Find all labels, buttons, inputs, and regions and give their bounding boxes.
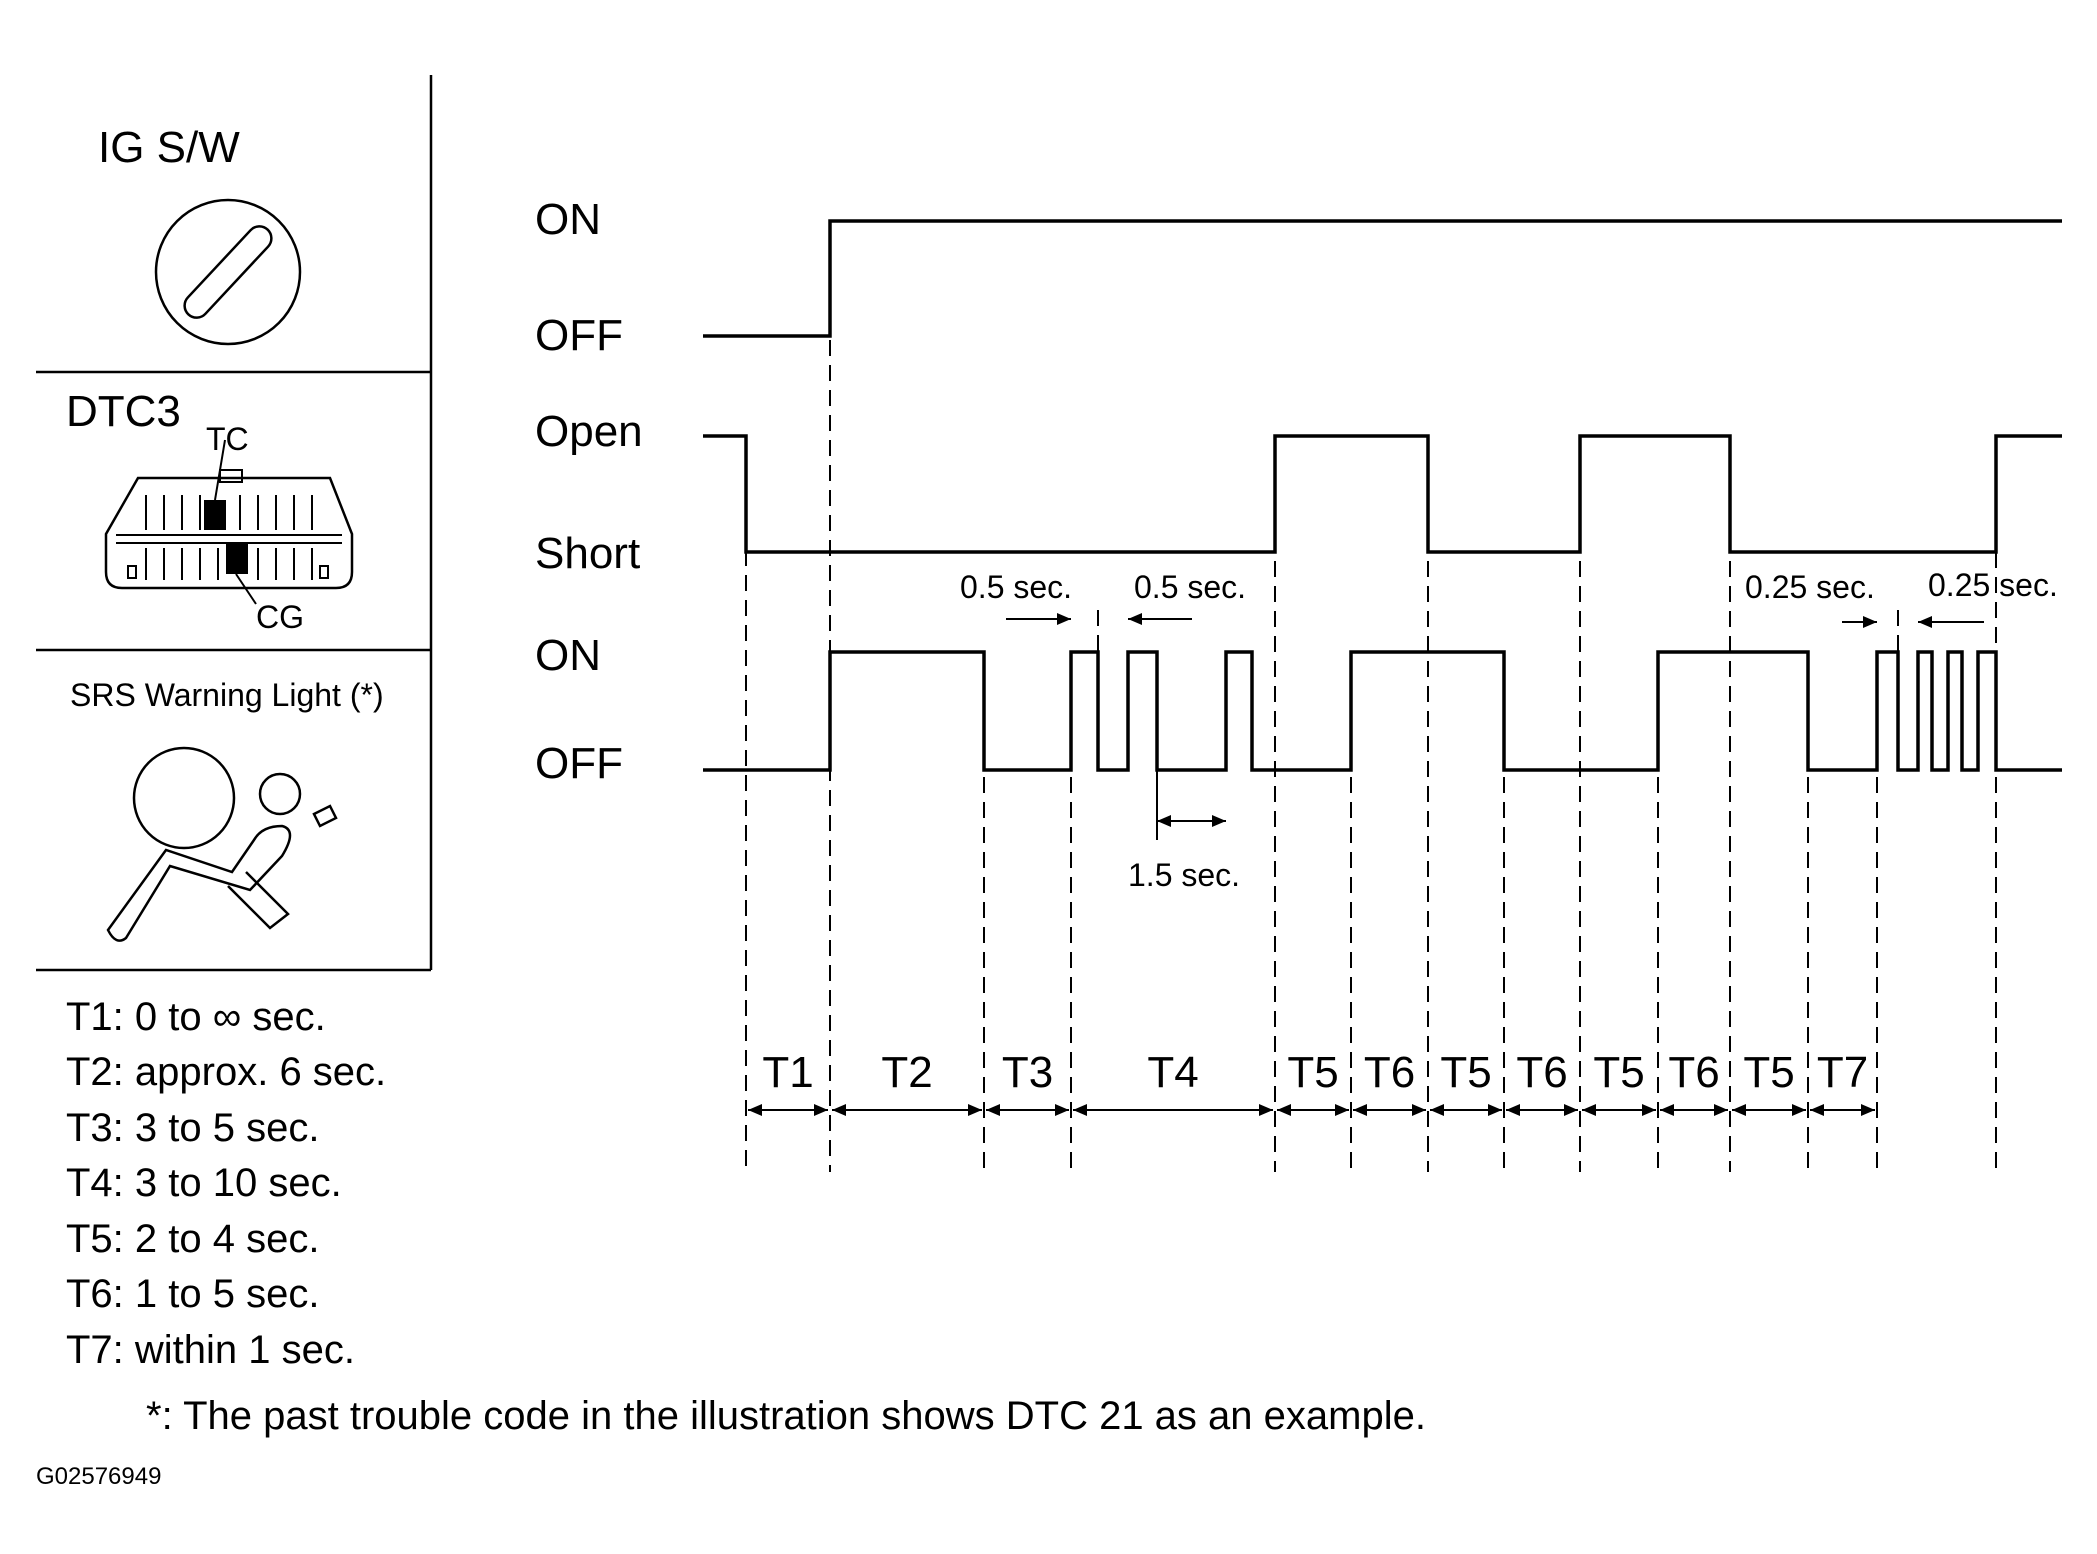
tc-terminal [204, 500, 226, 530]
interval-arrow-t6 [1506, 1104, 1578, 1116]
interval-label-t5: T5 [1743, 1048, 1794, 1097]
interval-arrow-t1 [748, 1104, 828, 1116]
legend-item-t3: T3: 3 to 5 sec. [66, 1106, 319, 1150]
dtc3-waveform [703, 434, 2062, 554]
ig-on-label: ON [535, 195, 601, 244]
quarter-sec-left-label: 0.25 sec. [1745, 569, 1875, 605]
interval-arrows [748, 1104, 1875, 1116]
pulse-annotations: 0.5 sec. 0.5 sec. 1.5 sec. 0.25 sec. 0.2… [960, 567, 2058, 893]
dtc3-short-label: Short [535, 529, 640, 578]
ig-switch-waveform [703, 219, 2062, 338]
interval-arrow-t5 [1430, 1104, 1502, 1116]
tc-terminal-label: TC [206, 421, 249, 457]
interval-label-t5: T5 [1440, 1048, 1491, 1097]
waveforms [703, 219, 2062, 772]
interval-label-t6: T6 [1364, 1048, 1415, 1097]
airbag-warning-icon [106, 746, 338, 942]
interval-arrow-t5 [1732, 1104, 1806, 1116]
ig-switch-title: IG S/W [98, 123, 240, 172]
half-sec-left-label: 0.5 sec. [960, 569, 1072, 605]
srs-warning-light-title: SRS Warning Light (*) [70, 677, 384, 713]
one-half-sec-label: 1.5 sec. [1128, 857, 1240, 893]
quarter-sec-right-label: 0.25 sec. [1928, 567, 2058, 603]
interval-legend: T1: 0 to ∞ sec. T2: approx. 6 sec. T3: 3… [66, 995, 386, 1372]
interval-label-t2: T2 [881, 1048, 932, 1097]
legend-item-t6: T6: 1 to 5 sec. [66, 1272, 319, 1316]
srs-off-label: OFF [535, 739, 623, 788]
ignition-key-icon [154, 198, 302, 346]
interval-arrow-t6 [1353, 1104, 1426, 1116]
interval-label-t1: T1 [762, 1048, 813, 1097]
interval-label-t3: T3 [1002, 1048, 1053, 1097]
signal-labels: ON OFF Open Short ON OFF [535, 195, 643, 788]
legend-item-t1: T1: 0 to ∞ sec. [66, 995, 326, 1039]
interval-arrow-t5 [1582, 1104, 1656, 1116]
interval-label-t4: T4 [1147, 1048, 1198, 1097]
interval-label-t7: T7 [1817, 1048, 1868, 1097]
legend-item-t2: T2: approx. 6 sec. [66, 1050, 386, 1094]
cg-terminal [226, 542, 248, 574]
dtc3-open-label: Open [535, 407, 643, 456]
legend-item-t5: T5: 2 to 4 sec. [66, 1217, 319, 1261]
srs-on-label: ON [535, 631, 601, 680]
footnote: *: The past trouble code in the illustra… [146, 1394, 1426, 1438]
legend-item-t4: T4: 3 to 10 sec. [66, 1161, 342, 1205]
timing-markers [745, 340, 1997, 1172]
interval-arrow-t2 [832, 1104, 982, 1116]
interval-labels: T1 T2 T3 T4 T5 T6 T5 T6 T5 T6 T5 T7 [762, 1048, 1868, 1097]
interval-arrow-t3 [986, 1104, 1069, 1116]
legend-item-t7: T7: within 1 sec. [66, 1328, 355, 1372]
srs-warning-light-waveform [703, 650, 2062, 772]
interval-label-t5: T5 [1287, 1048, 1338, 1097]
interval-label-t5: T5 [1593, 1048, 1644, 1097]
ig-off-label: OFF [535, 311, 623, 360]
dtc3-title: DTC3 [66, 387, 181, 436]
dlc3-connector-icon [104, 439, 354, 605]
interval-arrow-t5 [1277, 1104, 1349, 1116]
half-sec-right-label: 0.5 sec. [1134, 569, 1246, 605]
cg-terminal-label: CG [256, 599, 304, 635]
interval-label-t6: T6 [1516, 1048, 1567, 1097]
left-panel: IG S/W DTC3 TC CG [36, 75, 433, 972]
interval-arrow-t6 [1660, 1104, 1728, 1116]
figure-code: G02576949 [36, 1463, 161, 1490]
interval-arrow-t7 [1810, 1104, 1875, 1116]
interval-label-t6: T6 [1668, 1048, 1719, 1097]
interval-arrow-t4 [1073, 1104, 1273, 1116]
